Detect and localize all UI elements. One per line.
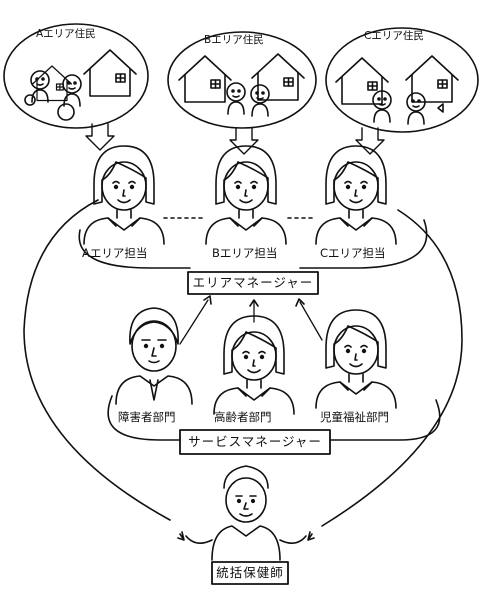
department-label-elderly: 高齢者部門: [214, 410, 272, 424]
resident-label-b: Bエリア住民: [204, 34, 264, 46]
outer-loop-right: [321, 209, 463, 527]
chief-nurse-box: [211, 561, 289, 585]
bubble-c: [325, 27, 479, 133]
resident-label-a: Aエリア住民: [36, 28, 96, 40]
staff-label-c: Cエリア担当: [320, 246, 386, 260]
service-manager-label: サービスマネージャー: [188, 434, 322, 449]
department-group-outline: [107, 395, 441, 441]
area-group-outline: [78, 219, 428, 269]
arrow-b: [229, 127, 259, 155]
bubble-b: [167, 31, 317, 129]
area-manager-box: [187, 271, 319, 295]
staff-label-a: Aエリア担当: [82, 246, 148, 260]
department-label-child-welfare: 児童福祉部門: [320, 410, 389, 424]
arrow-c: [355, 127, 385, 155]
staff-label-b: Bエリア担当: [212, 246, 278, 260]
resident-label-c: Cエリア住民: [364, 30, 424, 42]
chief-nurse-label: 統括保健師: [216, 565, 284, 580]
outer-loop-left: [23, 199, 171, 521]
bubble-a: [3, 23, 149, 129]
arrow-a: [85, 123, 115, 151]
service-manager-box: [179, 429, 331, 455]
area-manager-label: エリアマネージャー: [192, 275, 314, 290]
department-label-disability: 障害者部門: [118, 410, 176, 424]
